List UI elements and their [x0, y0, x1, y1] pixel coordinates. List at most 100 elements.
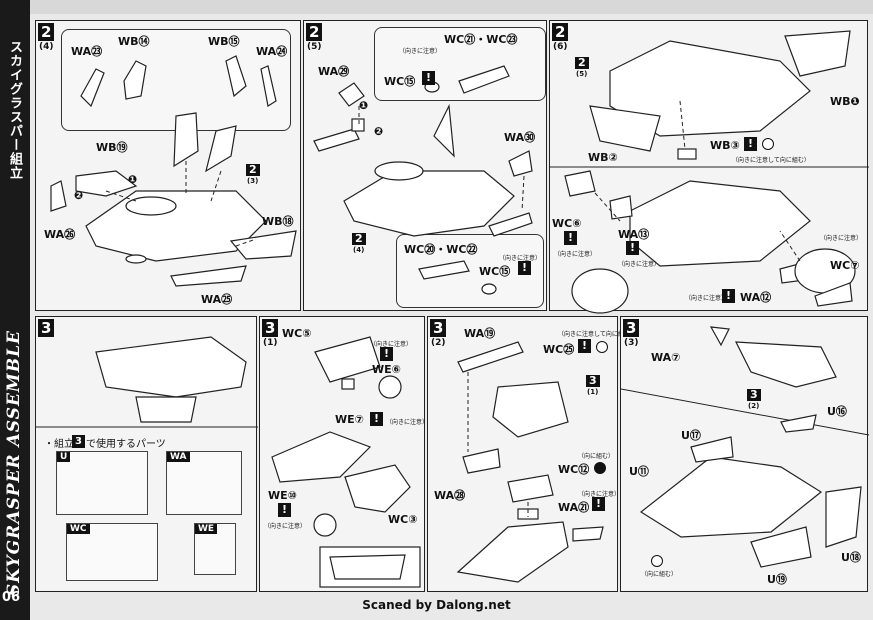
- marker-1: ❶: [359, 99, 369, 112]
- step-badge: 3: [623, 319, 640, 337]
- note-wc25: （向きに注意して向に組む）: [558, 331, 636, 338]
- panel-4-illustration: [36, 336, 258, 428]
- plate-label: WE: [195, 524, 218, 534]
- label-wa28: WA㉘: [434, 489, 466, 502]
- label-wa21: WA㉑: [558, 501, 590, 514]
- label-wc25: WC㉕: [543, 343, 575, 356]
- label-wb19: WB⑲: [96, 141, 128, 154]
- scan-credit: Scaned by Dalong.net: [362, 598, 511, 612]
- parts-heading-tail: で使用するパーツ: [86, 439, 166, 450]
- label-wa29: WA㉙: [318, 65, 350, 78]
- step-badge: 2: [38, 23, 55, 41]
- label-we7: WE⑦: [335, 413, 364, 426]
- label-wb3: WB③: [710, 139, 740, 152]
- note-wa21: （向きに注意）: [578, 491, 621, 498]
- circle-icon: [596, 341, 608, 353]
- note-wc12: （向に組む）: [578, 453, 615, 460]
- panel-1-illustration: [50, 55, 297, 287]
- label-wc6: WC⑥: [552, 217, 582, 230]
- step-badge: 2: [306, 23, 323, 41]
- warning-icon: !: [564, 231, 577, 245]
- warning-icon: !: [422, 71, 435, 85]
- label-wb15: WB⑮: [208, 35, 240, 48]
- panel-7-illustration: [620, 326, 870, 568]
- panel-step-2-4: 2 (4) WA㉓ WB⑭ WB⑮ WA㉔ WB⑲ WA㉖ WB⑱ WA㉕ 2 …: [35, 20, 301, 311]
- label-u17: U⑰: [681, 429, 701, 442]
- parts-plate-wa: WA: [166, 451, 242, 515]
- label-wc5: WC⑤: [282, 327, 312, 340]
- label-wc21-wc23: WC㉑・WC㉓: [444, 33, 518, 46]
- label-u16: U⑯: [827, 405, 847, 418]
- label-wc3: WC③: [388, 513, 418, 526]
- label-u19: U⑲: [767, 573, 787, 586]
- label-u18: U⑱: [841, 551, 861, 564]
- panel-step-2-5: 2 (5) WA㉙ WC㉑・WC㉓ （向きに注意） WC⑮ ! WA㉚ WC⑳・…: [303, 20, 547, 311]
- label-we6: WE⑥: [372, 363, 401, 376]
- dome-icon: [594, 462, 606, 474]
- step-badge: 3: [430, 319, 447, 337]
- label-wa24: WA㉔: [256, 45, 288, 58]
- note-we6: （向きに注意）: [370, 341, 413, 348]
- warning-icon: !: [626, 241, 639, 255]
- spine-jp-title: スカイグラスパー組立: [7, 40, 22, 180]
- step-badge: 3: [38, 319, 55, 337]
- marker-2: ❷: [74, 189, 84, 202]
- parts-plate-u: U: [56, 451, 148, 515]
- panel-2-illustration: [313, 65, 533, 295]
- warning-icon: !: [592, 497, 605, 511]
- ref-step: 3: [747, 389, 761, 401]
- panel-6-illustration: [456, 341, 604, 583]
- note-wa12: （向きに注意）: [685, 295, 728, 302]
- marker-1: ❶: [128, 173, 138, 186]
- warning-icon: !: [518, 261, 531, 275]
- ref-sub: (3): [247, 177, 259, 185]
- warning-icon: !: [380, 347, 393, 361]
- ref-sub: (2): [748, 402, 760, 410]
- label-wc15-bottom: WC⑮: [479, 265, 511, 278]
- label-wa7: WA⑦: [651, 351, 681, 364]
- spine: スカイグラスパー組立 SKYGRASPER ASSEMBLE 06: [0, 0, 30, 620]
- note-wa13: （向きに注意）: [618, 261, 661, 268]
- panel-3-illustration: [550, 30, 869, 314]
- label-wc15-top: WC⑮: [384, 75, 416, 88]
- step-badge: 3: [262, 319, 279, 337]
- marker-2: ❷: [374, 125, 384, 138]
- top-strip: [30, 0, 873, 14]
- label-wb18: WB⑱: [262, 215, 294, 228]
- parts-step-badge: 3: [72, 435, 85, 448]
- label-wa12: WA⑫: [740, 291, 772, 304]
- label-wc20-wc22: WC⑳・WC㉒: [404, 243, 478, 256]
- circle-icon: [762, 138, 774, 150]
- step-sub: (3): [624, 338, 639, 348]
- step-sub: (4): [39, 42, 54, 52]
- step-sub: (1): [263, 338, 278, 348]
- panel-step-3-3: 3 (3) WA⑦ 3 (2) U⑯ U⑰ U⑪ U⑱ U⑲ （向に組む）: [620, 316, 870, 592]
- step-sub: (6): [553, 42, 568, 52]
- step-sub: (2): [431, 338, 446, 348]
- label-wa19: WA⑲: [464, 327, 496, 340]
- warning-icon: !: [744, 137, 757, 151]
- plate-label: U: [57, 452, 71, 462]
- callout-top: [374, 27, 546, 101]
- ref-sub: (5): [576, 70, 588, 78]
- ref-step: 2: [246, 164, 260, 176]
- ref-step: 3: [586, 375, 600, 387]
- note-direction: （向きに注意）: [399, 48, 442, 55]
- ref-step: 2: [352, 233, 366, 245]
- panel-5-illustration: [271, 336, 421, 588]
- plate-label: WC: [67, 524, 90, 534]
- label-wb14: WB⑭: [118, 35, 150, 48]
- page-number: 06: [2, 590, 21, 605]
- label-wa30: WA㉚: [504, 131, 536, 144]
- panel-step-3-overview: 3 ・組立 3 で使用するパーツ U WA WC WE: [35, 316, 258, 592]
- step-sub: (5): [307, 42, 322, 52]
- plate-label: WA: [167, 452, 190, 462]
- label-wa25: WA㉕: [201, 293, 233, 306]
- note-wb3: （向きに注意して向に組む）: [732, 157, 810, 164]
- parts-plate-we: WE: [194, 523, 236, 575]
- note-we10: （向きに注意）: [264, 523, 307, 530]
- note-wc7: （向きに注意）: [820, 235, 863, 242]
- parts-heading: ・組立: [44, 439, 74, 450]
- note-wc6: （向きに注意）: [554, 251, 597, 258]
- spine-en-title: SKYGRASPER ASSEMBLE: [4, 330, 24, 597]
